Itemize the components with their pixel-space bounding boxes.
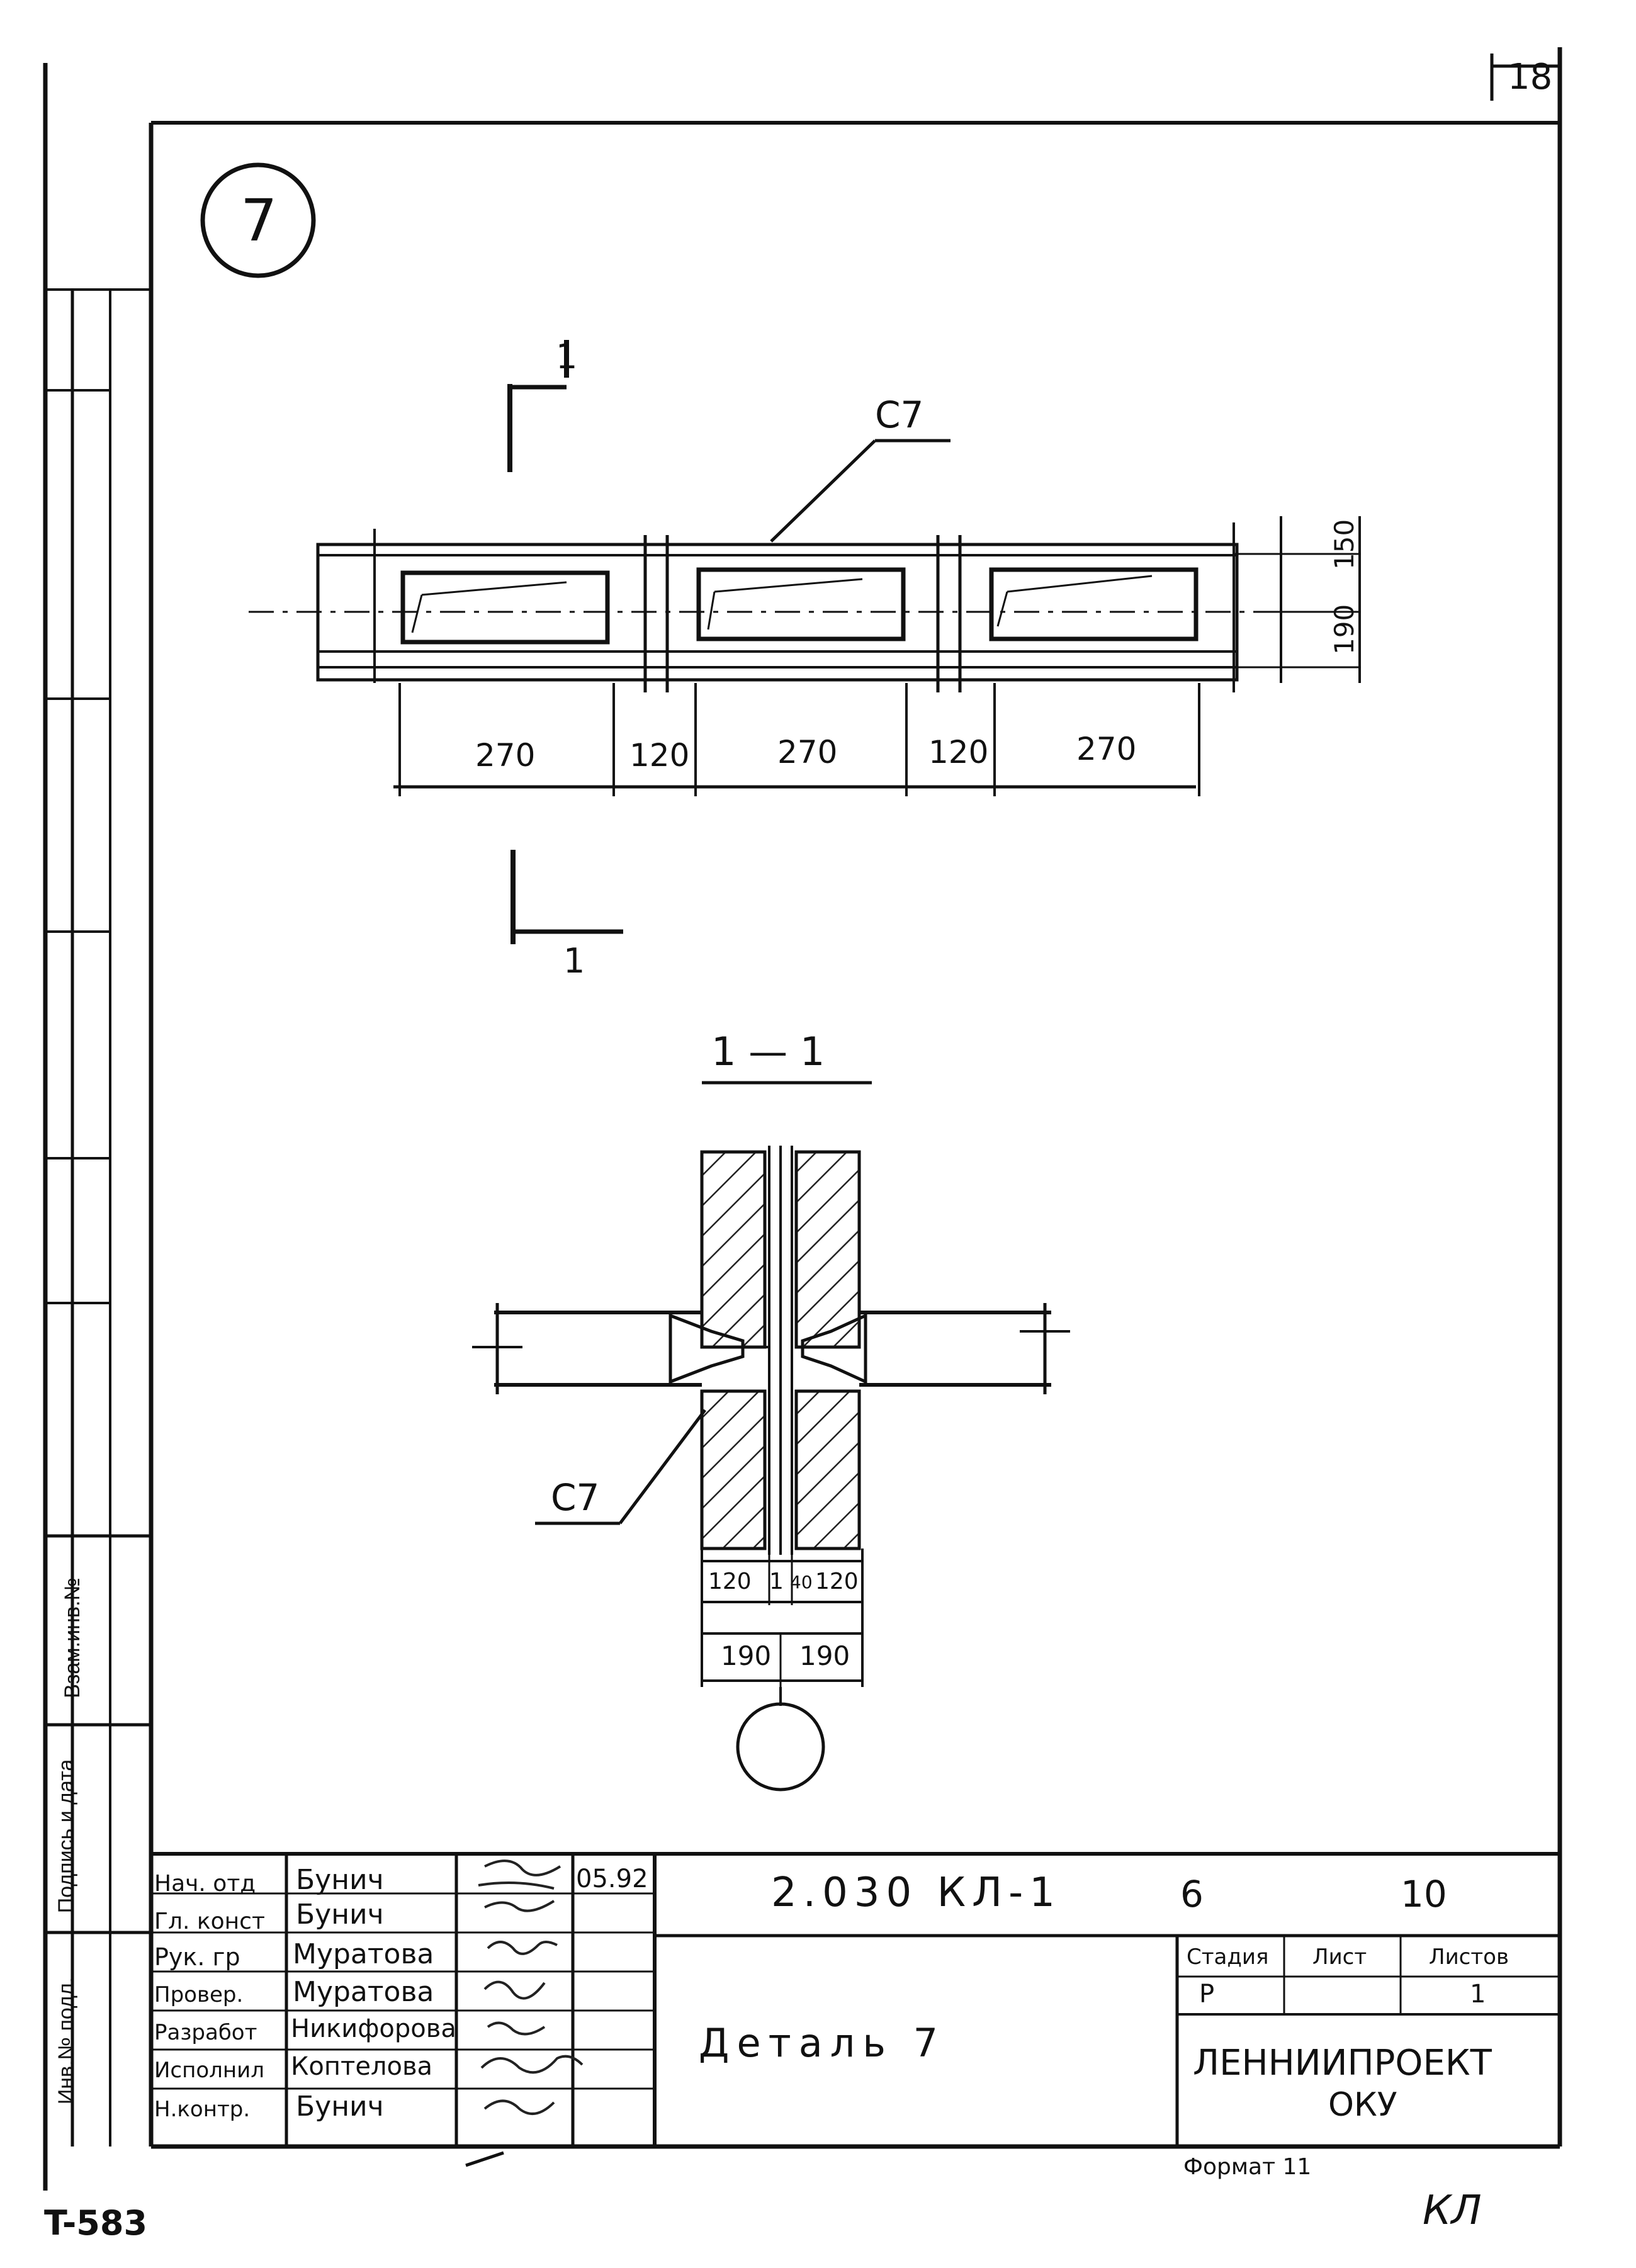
tb-code-part: 6 (1180, 1873, 1204, 1915)
tb-organization-2: ОКУ (1328, 2086, 1397, 2124)
tb-role-3: Рук. гр (154, 1943, 240, 1971)
tb-role-7: Н.контр. (154, 2097, 251, 2122)
tb-name-7: Бунич (296, 2090, 384, 2123)
tb-role-2: Гл. конст (154, 1909, 265, 1934)
section-dim-top-4: 120 (815, 1569, 859, 1594)
tb-organization-1: ЛЕННИИПРОЕКТ (1193, 2043, 1492, 2084)
signature-scribble (484, 1900, 555, 1912)
axis-bubble (736, 1702, 825, 1791)
tb-name-1: Бунич (296, 1864, 384, 1896)
tb-sheet-label: Лист (1312, 1944, 1367, 1970)
tb-sheets-value: 1 (1470, 1980, 1486, 2009)
section-mark-bottom: 1 (563, 941, 585, 981)
section-element-label: С7 (551, 1476, 600, 1519)
section-dim-bottom-1: 190 (721, 1640, 772, 1671)
tb-role-1: Нач. отд (154, 1871, 256, 1897)
detail-marker-number: 7 (240, 187, 278, 254)
tb-code-sheet: 10 (1401, 1873, 1447, 1915)
plan-element-label: С7 (875, 393, 924, 436)
plan-dim-4: 120 (928, 734, 989, 770)
tb-name-5: Никифорова (291, 2014, 456, 2043)
plan-dim-1: 270 (475, 737, 536, 774)
signature-scribble (487, 1941, 558, 1955)
tb-role-4: Провер. (154, 1982, 244, 2007)
tb-stage-value: Р (1199, 1980, 1215, 2009)
tb-role-5: Разработ (154, 2020, 257, 2045)
format-label: Формат 11 (1183, 2154, 1312, 2180)
detail-marker-circle (200, 162, 316, 278)
signature-scribble (483, 1980, 546, 2000)
signature-scribble (483, 2099, 555, 2115)
stamp-bottom-left: T-583 (44, 2203, 148, 2243)
tb-role-6: Исполнил (154, 2058, 264, 2083)
tb-name-2: Бунич (296, 1898, 384, 1931)
tb-date-1: 05.92 (576, 1865, 648, 1893)
page-number: 18 (1508, 57, 1553, 98)
side-stamp-inv-no: Инв.№ подл. (54, 1977, 78, 2105)
corner-mark: КЛ (1423, 2187, 1482, 2234)
plan-dim-vertical-1: 150 (1329, 519, 1360, 570)
tb-document-code: 2.030 КЛ-1 (771, 1870, 1061, 1916)
section-dim-bottom-2: 190 (799, 1640, 850, 1671)
side-stamp-replace-inv: Взам.инв.№ (60, 1577, 84, 1698)
signature-scribble (478, 1859, 561, 1890)
tb-name-3: Муратова (293, 1938, 434, 1970)
plan-dim-2: 120 (629, 737, 690, 774)
side-stamp-sign-date: Подпись и дата (54, 1759, 78, 1914)
section-title: 1 — 1 (711, 1029, 825, 1075)
tb-name-4: Муратова (293, 1976, 434, 2008)
section-mark-top: 1 (556, 337, 578, 376)
signature-scribble (487, 2021, 546, 2036)
section-dim-top-1: 120 (708, 1569, 752, 1594)
tb-name-6: Коптелова (291, 2052, 433, 2081)
plan-dim-3: 270 (777, 734, 838, 770)
signature-scribble (480, 2055, 584, 2074)
tb-stage-label: Стадия (1187, 1944, 1269, 1970)
plan-dim-5: 270 (1076, 731, 1137, 767)
tb-drawing-title: Деталь 7 (699, 2020, 946, 2066)
section-dim-top-3: 40 (790, 1572, 813, 1593)
plan-dim-vertical-2: 190 (1329, 604, 1360, 655)
section-dim-top-2: 1 (769, 1569, 784, 1594)
tb-sheets-label: Листов (1429, 1944, 1509, 1970)
